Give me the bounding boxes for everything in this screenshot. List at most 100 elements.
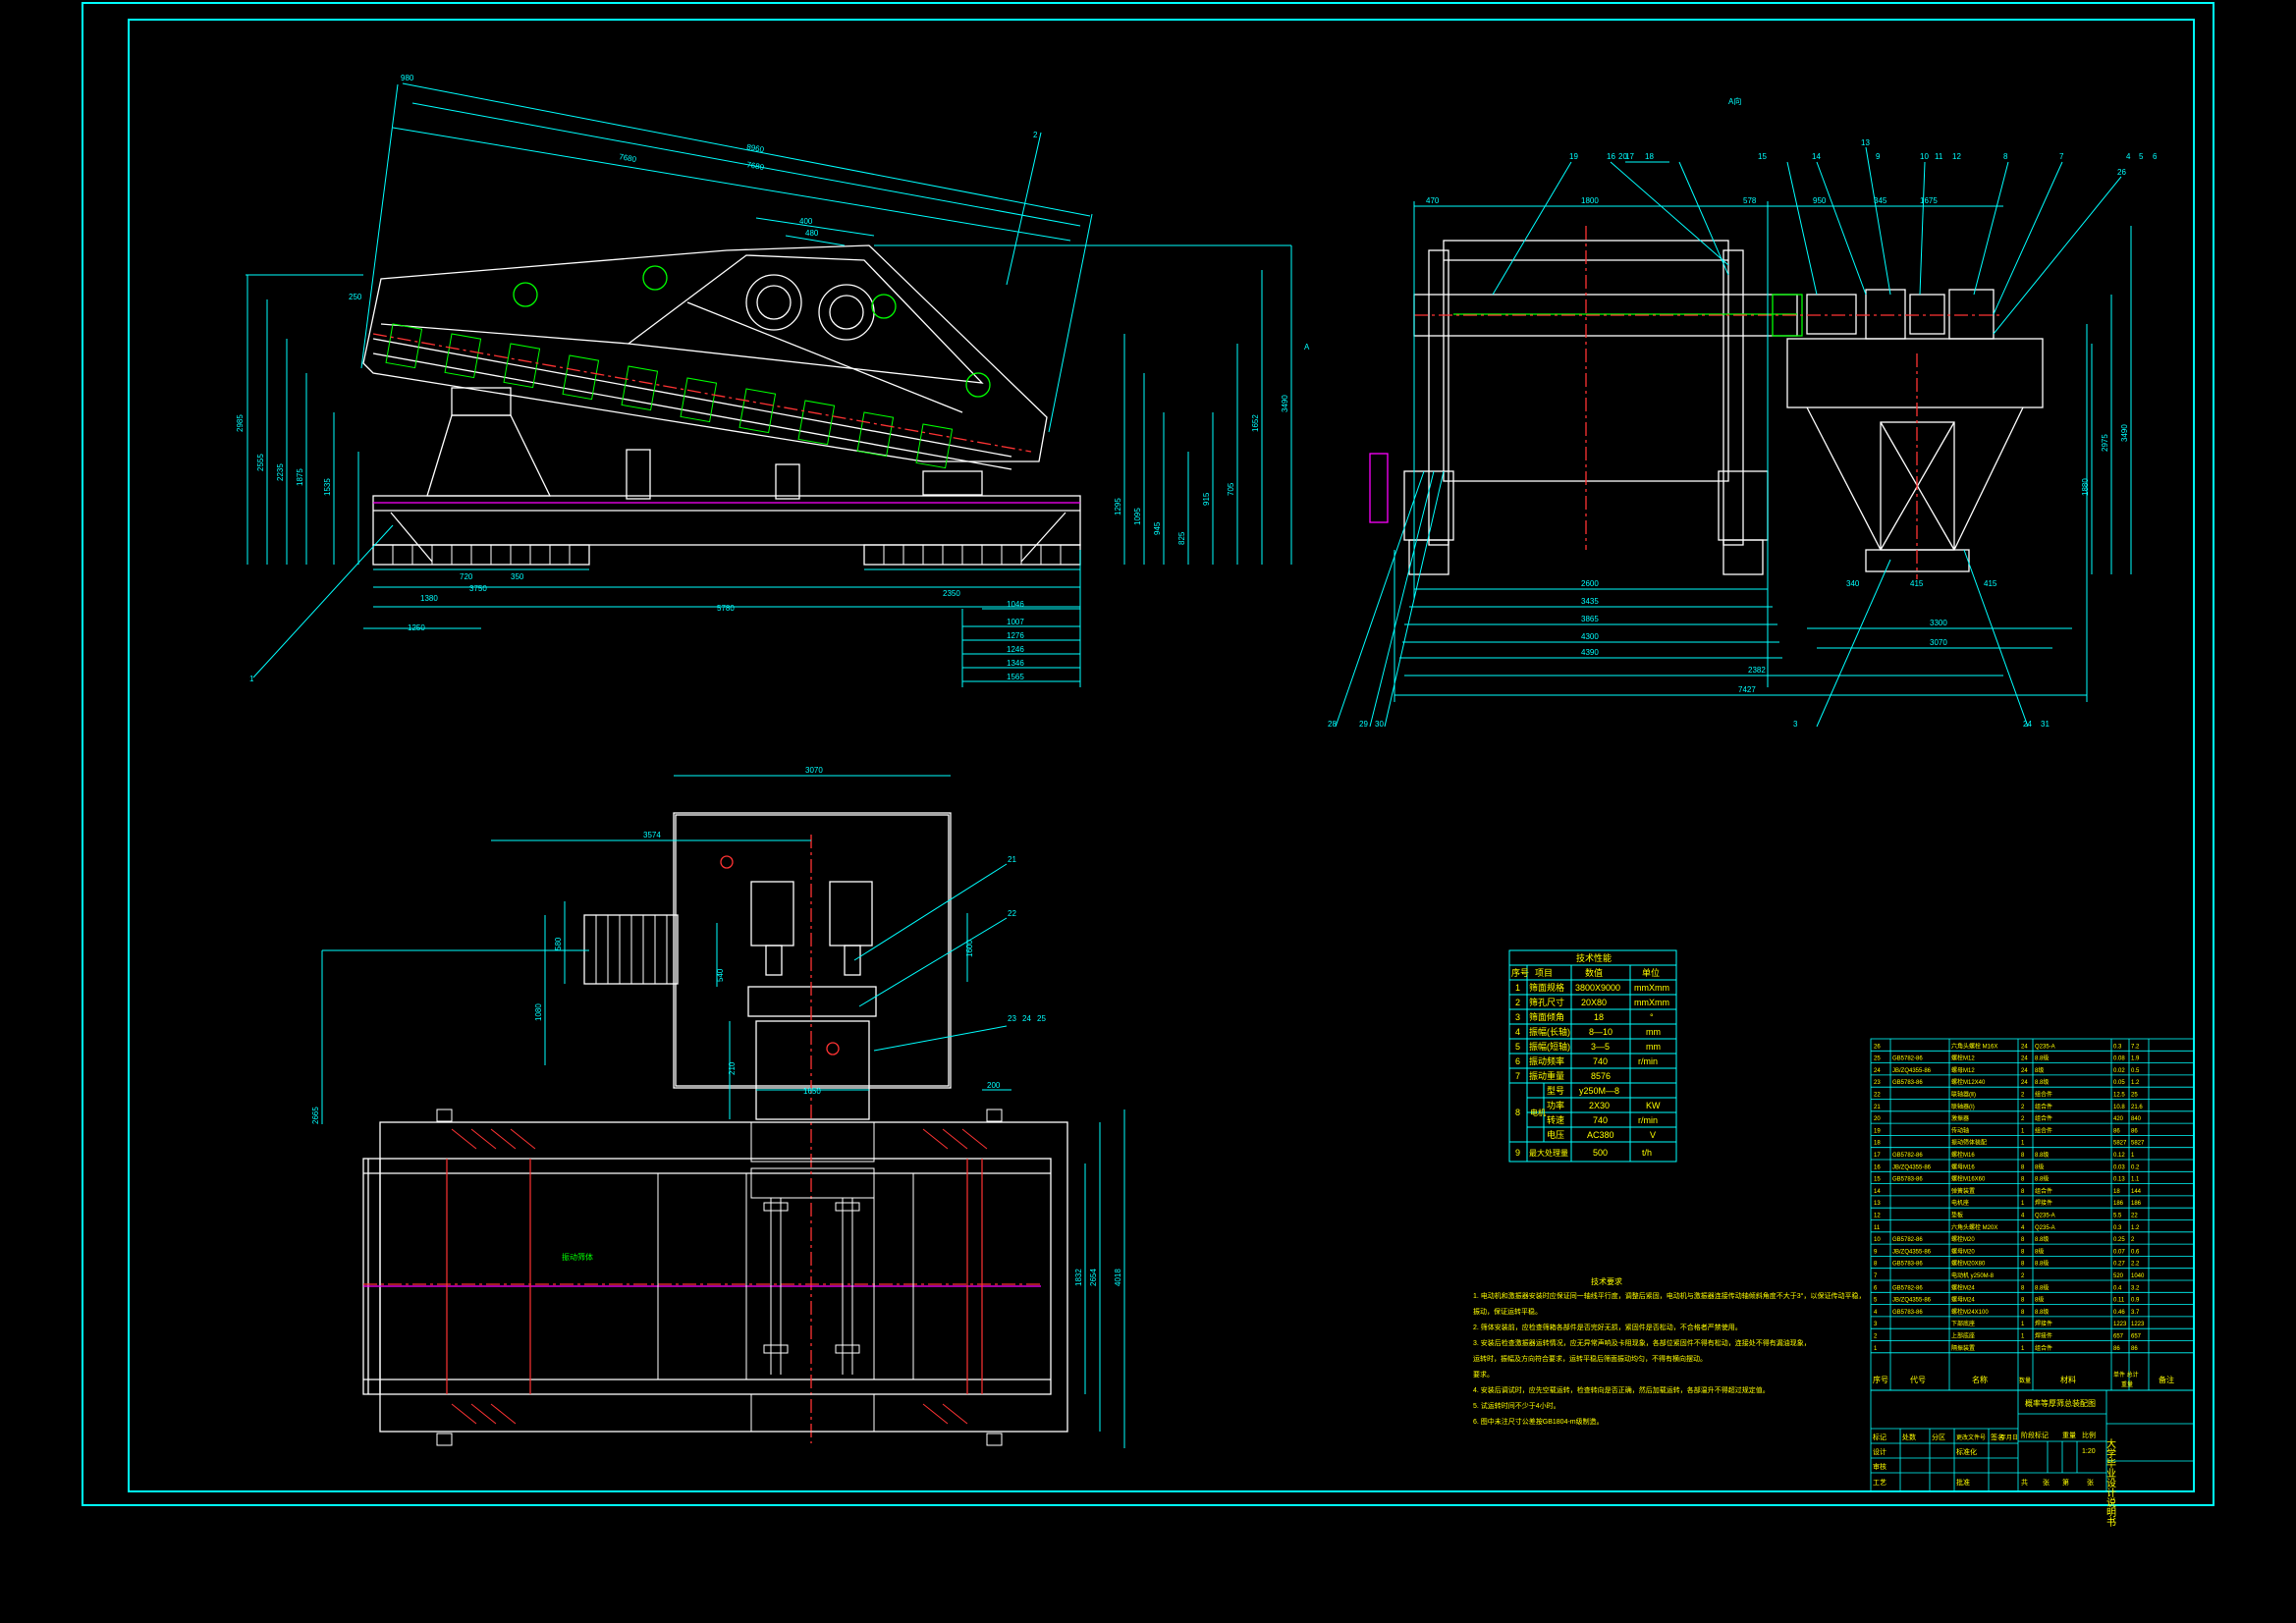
parts-cell-mat: 8.8级 (2035, 1283, 2049, 1291)
plan-mid-dim-4: 1600 (965, 940, 974, 957)
end-callout-29: 29 (1359, 720, 1368, 729)
plan-mid-dim-1: 1650 (803, 1087, 821, 1096)
parts-cell-name: 垫板 (1951, 1212, 1963, 1219)
side-dim-h-10: 705 (1227, 482, 1235, 496)
end-callout-24: 24 (2023, 720, 2032, 729)
tb-scale: 1:20 (2082, 1448, 2096, 1455)
tb-sheet-unit-1: 张 (2043, 1478, 2050, 1487)
spec-row-1-value: 3800X9000 (1575, 983, 1620, 993)
spec-motor-4-value: AC380 (1587, 1130, 1614, 1140)
parts-cell-no: 3 (1874, 1322, 1878, 1327)
side-stack-3: 1346 (1007, 659, 1024, 668)
parts-cell-mat: 焊接件 (2035, 1332, 2052, 1340)
parts-cell-mat: 8级 (2035, 1247, 2044, 1255)
tb-label-standard: 标准化 (1956, 1447, 1977, 1456)
parts-cell-w1: 0.4 (2113, 1285, 2122, 1291)
screen-body (362, 244, 1048, 462)
parts-cell-w1: 5827 (2113, 1141, 2127, 1147)
end-bottom-dim-3: 4300 (1581, 632, 1599, 641)
parts-cell-no: 13 (1874, 1201, 1881, 1207)
parts-cell-mat: Q235-A (2035, 1214, 2055, 1219)
spec-table-text: 技术性能 序号 项目 数值 单位 1 筛面规格 3800X9000 mmXmm … (1511, 952, 1669, 1158)
tb-vertical-school: 大学毕业设计说明书 (2105, 1437, 2116, 1528)
plan-right-dim-2: 4018 (1114, 1269, 1122, 1286)
parts-cell-name: 螺母M16 (1951, 1163, 1975, 1170)
parts-cell-w1: 18 (2113, 1189, 2120, 1195)
parts-cell-no: 10 (1874, 1237, 1881, 1243)
parts-cell-qty: 8 (2021, 1237, 2025, 1243)
parts-cell-code: GB5782-86 (1892, 1153, 1923, 1159)
parts-cell-mat: 焊接件 (2035, 1320, 2052, 1327)
parts-cell-mat: 组合件 (2035, 1091, 2052, 1099)
end-height-2: 3490 (2120, 424, 2129, 442)
tb-label-process: 工艺 (1873, 1479, 1886, 1487)
parts-cell-qty: 8 (2021, 1153, 2025, 1159)
parts-cell-w1: 0.03 (2113, 1164, 2125, 1170)
parts-cell-qty: 1 (2021, 1201, 2025, 1207)
title-block: 概率等厚筛总装配图 标记 处数 分区 更改文件号 签名 年月日 设计 标准化 审… (1873, 1398, 2116, 1528)
parts-cell-qty: 8 (2021, 1189, 2025, 1195)
end-view-label: A向 (1728, 96, 1741, 106)
plan-callout-22: 22 (1008, 909, 1016, 918)
parts-cell-qty: 24 (2021, 1080, 2028, 1086)
parts-cell-mat: Q235-A (2035, 1225, 2055, 1231)
parts-cell-w2: 657 (2131, 1334, 2142, 1340)
side-dim-h-0: 2985 (236, 414, 245, 432)
spec-row-2-unit: mmXmm (1634, 998, 1669, 1007)
spec-row-9-unit: t/h (1642, 1148, 1652, 1158)
end-top-dim-1: 1800 (1581, 196, 1599, 205)
parts-cell-code: GB5782-86 (1892, 1237, 1923, 1243)
tb-label-approve: 批准 (1956, 1478, 1970, 1487)
parts-cell-w1: 86 (2113, 1346, 2120, 1352)
spec-motor-3-value: 740 (1593, 1115, 1608, 1125)
plan-left-dim-2: 2665 (311, 1107, 320, 1124)
spec-header-unit: 单位 (1642, 967, 1660, 978)
parts-cell-mat: 8级 (2035, 1066, 2044, 1074)
parts-cell-no: 11 (1874, 1225, 1881, 1231)
spec-row-6-item: 振动频率 (1529, 1055, 1564, 1066)
tb-label-design: 设计 (1873, 1447, 1886, 1456)
parts-cell-code: GB5783-86 (1892, 1177, 1923, 1183)
parts-cell-mat: 焊接件 (2035, 1199, 2052, 1207)
parts-cell-w1: 0.07 (2113, 1249, 2125, 1255)
end-callout-7: 7 (2059, 152, 2064, 161)
spec-table (1508, 949, 1677, 1163)
parts-cell-w1: 0.3 (2113, 1044, 2122, 1050)
plan-top-dim-1: 3574 (643, 831, 661, 839)
end-bottom-dim-6: 7427 (1738, 685, 1756, 694)
parts-cell-w2: 1.2 (2131, 1225, 2140, 1231)
spec-motor-3-item: 转速 (1547, 1114, 1564, 1125)
end-height-0: 1880 (2081, 478, 2090, 496)
side-dim-small-2: 400 (799, 217, 813, 226)
parts-cell-w2: 840 (2131, 1116, 2142, 1122)
parts-cell-qty: 4 (2021, 1214, 2025, 1219)
parts-cell-mat: 8.8级 (2035, 1235, 2049, 1243)
parts-cell-w2: 1 (2131, 1153, 2135, 1159)
parts-cell-no: 8 (1874, 1262, 1878, 1268)
end-bottom-dim-10: 3300 (1930, 619, 1947, 627)
side-view-label: A (1304, 343, 1310, 352)
parts-header-mat: 材料 (2060, 1375, 2076, 1384)
parts-cell-w1: 86 (2113, 1128, 2120, 1134)
parts-cell-mat: 组合件 (2035, 1114, 2052, 1122)
spec-motor-1-value: y250M—8 (1579, 1086, 1619, 1096)
end-callout-16: 16 (1607, 152, 1615, 161)
parts-cell-w2: 25 (2131, 1093, 2138, 1099)
parts-cell-name: 螺栓M12X40 (1951, 1078, 1986, 1086)
parts-cell-mat: 8.8级 (2035, 1175, 2049, 1183)
plan-view (321, 775, 1125, 1448)
plan-callout-23: 23 (1008, 1014, 1016, 1023)
parts-cell-w1: 420 (2113, 1116, 2124, 1122)
parts-cell-w2: 1040 (2131, 1273, 2145, 1279)
parts-cell-qty: 4 (2021, 1225, 2025, 1231)
end-top-dim-3: 950 (1813, 196, 1827, 205)
end-callout-31: 31 (2041, 720, 2050, 729)
parts-cell-w2: 3.2 (2131, 1285, 2140, 1291)
spec-row-1-item: 筛面规格 (1529, 982, 1564, 993)
parts-cell-qty: 8 (2021, 1298, 2025, 1304)
parts-cell-no: 7 (1874, 1273, 1878, 1279)
parts-cell-qty: 1 (2021, 1141, 2025, 1147)
parts-header-weight-sub: 重量 (2121, 1380, 2133, 1388)
parts-cell-w1: 12.5 (2113, 1093, 2125, 1099)
